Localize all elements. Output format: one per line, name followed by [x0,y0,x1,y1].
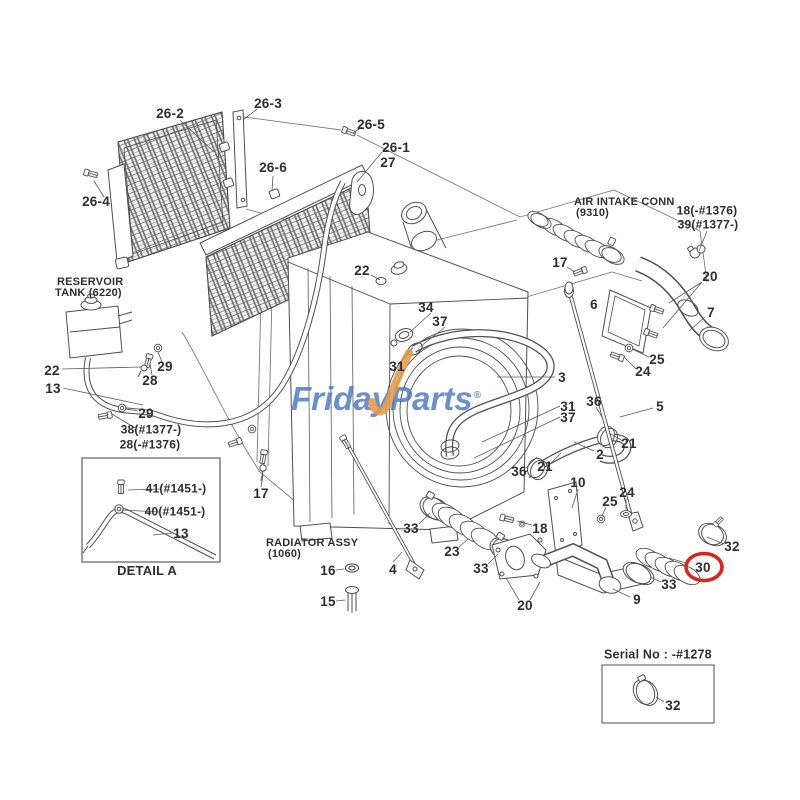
part-label: 28 [142,372,158,388]
air-intake-conn-label: AIR INTAKE CONN [574,196,675,209]
part-label: 5 [656,398,664,414]
highlight-circle-30 [684,551,724,583]
part-label: 9 [633,591,641,607]
part-label: 24 [635,363,651,379]
part-label: 15 [320,593,336,609]
part-label: 25 [602,493,618,509]
part-label: 17 [552,254,568,270]
radiator-assy-label: (1060) [268,548,301,561]
air-intake-hose [527,211,625,265]
part-label: 38(#1377-) [120,422,182,437]
part-label: 26-4 [82,193,110,209]
part-label: 22 [354,262,370,278]
leader-lines [61,108,725,703]
part-label: 37 [560,409,576,425]
watermark-check-icon [368,349,413,416]
intercooler-core-1 [82,111,231,270]
part-label: 13 [45,380,61,396]
part-label: 36 [586,393,602,409]
part-label: 18(-#1376) [676,203,738,218]
part-label: 21 [621,435,637,451]
part-label: 39(#1377-) [677,217,739,232]
part-label: 26-6 [259,159,287,175]
radiator-body [258,231,539,544]
part-label: 24 [619,484,635,500]
registered-mark: ® [473,390,481,401]
part-label: 20 [702,268,718,284]
part-label: 10 [570,474,586,490]
reservoir-tank-label: TANK (6220) [55,287,122,300]
highlighted-part-30-label: 30 [695,559,711,575]
part-label: 20 [517,597,533,613]
part-label: 22 [44,362,60,378]
part-label: 32 [724,538,740,554]
part-label: 33 [661,576,677,592]
watermark-text: Parts [390,380,473,417]
part-label: 31 [389,358,405,374]
part-label: 21 [537,458,553,474]
part-label: 6 [590,296,598,312]
air-intake-elbow-7 [634,256,729,352]
part-label: 26-2 [156,105,184,121]
part-label: 26-1 [382,139,410,155]
outlet-pipe-stub [401,201,447,263]
part-label: 3 [558,369,566,385]
watermark-text: Frida [291,380,372,417]
mounting-bar [218,109,248,209]
air-intake-conn-label: (9310) [576,207,609,220]
part-label: 18 [532,520,548,536]
air-intake-bracket-8 [564,244,706,363]
reservoir-tank [65,293,133,359]
serial-no-title: Serial No : -#1278 [604,647,712,662]
reservoir-tube-13 [83,180,346,449]
part-label: 41(#1451-) [145,481,207,496]
detail-a-caption: DETAIL A [117,563,177,579]
reservoir-tank-label: RESERVOIR [57,276,124,289]
part-label: 26-3 [254,95,282,111]
stay-rod-4 [338,433,425,580]
part-label: 33 [403,520,419,536]
part-label: 34 [418,299,434,315]
part-label: 13 [173,525,189,541]
hose-30 [622,515,727,586]
fridayparts-watermark: FridayParts® [291,349,481,422]
serial-no-box [601,664,715,724]
part-label: 32 [665,697,681,713]
detail-a-box [81,457,221,563]
part-label: 2 [596,446,604,462]
part-label: 16 [320,562,336,578]
part-label: 29 [157,358,173,374]
part-label: 25 [649,351,665,367]
radiator-assy-label: RADIATOR ASSY [266,537,359,550]
part-label: 28(-#1376) [119,437,181,452]
part-label: 27 [380,154,396,170]
part-label: 33 [473,560,489,576]
part-label: 29 [138,405,154,421]
part-label: 31 [560,398,576,414]
small-fasteners-bottom [344,510,632,613]
part-label: 26-5 [357,116,385,132]
part-label: 37 [432,313,448,329]
part-label: 36 [511,463,527,479]
part-label: 4 [389,561,397,577]
pipe-9 [531,542,622,594]
outlet-flange-20 [491,533,547,580]
part-label: 7 [707,304,715,320]
part-label: 17 [253,485,269,501]
part-label: 23 [444,543,460,559]
part-label: 40(#1451-) [144,504,206,519]
